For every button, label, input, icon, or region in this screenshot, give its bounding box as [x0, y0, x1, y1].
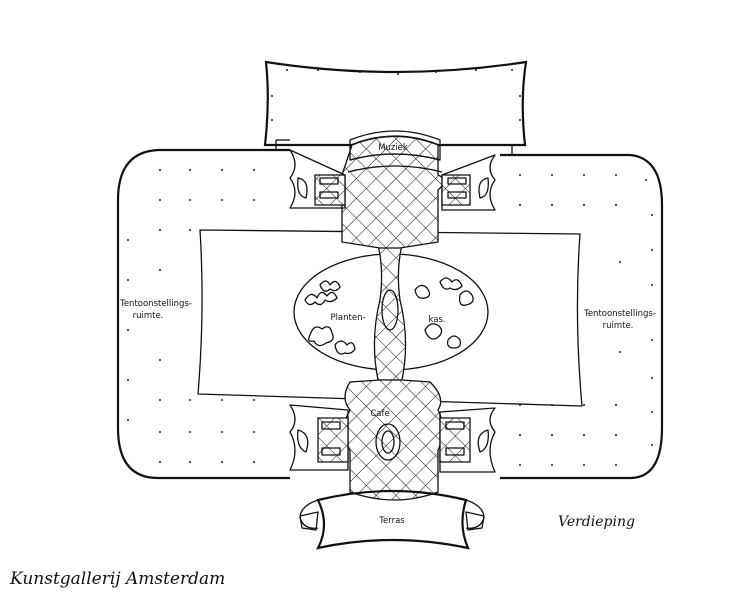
- exhibition-right-label-line1: Tentoonstellings-: [583, 309, 656, 319]
- spine-fountain: [381, 289, 399, 331]
- stair-top-right: [441, 154, 496, 211]
- greenhouse-label-left: Planten-: [330, 313, 365, 323]
- stair-bottom-left: [289, 404, 349, 471]
- terrace-label: Terras: [378, 516, 405, 526]
- exhibition-room-left: [116, 148, 290, 480]
- exhibition-right-dots: [519, 174, 653, 466]
- plant-beds: [304, 277, 474, 355]
- cafe-label: Cafe: [370, 409, 389, 419]
- top-hall: [263, 60, 528, 147]
- music-label: Muziek: [378, 143, 408, 153]
- cafe-fountain-outer: [375, 423, 401, 461]
- central-court: [197, 229, 583, 407]
- exhibition-room-right: [500, 153, 664, 480]
- exhibition-left-dots: [127, 169, 255, 463]
- title-caption: Kunstgallerij Amsterdam: [9, 569, 225, 589]
- exhibition-left-label-line2: ruimte.: [133, 311, 164, 321]
- floor-caption: Verdieping: [558, 514, 635, 530]
- greenhouse-label-right: kas.: [428, 315, 445, 325]
- stair-top-left: [289, 149, 346, 209]
- cafe-fountain-inner: [381, 430, 395, 454]
- stair-bottom-right: [439, 407, 496, 473]
- central-spine: [373, 244, 407, 381]
- exhibition-right-label-line2: ruimte.: [603, 321, 634, 331]
- exhibition-left-label-line1: Tentoonstellings-: [119, 299, 192, 309]
- top-hall-dots: [271, 69, 521, 121]
- music-room: [336, 135, 445, 249]
- terrace: [299, 489, 485, 550]
